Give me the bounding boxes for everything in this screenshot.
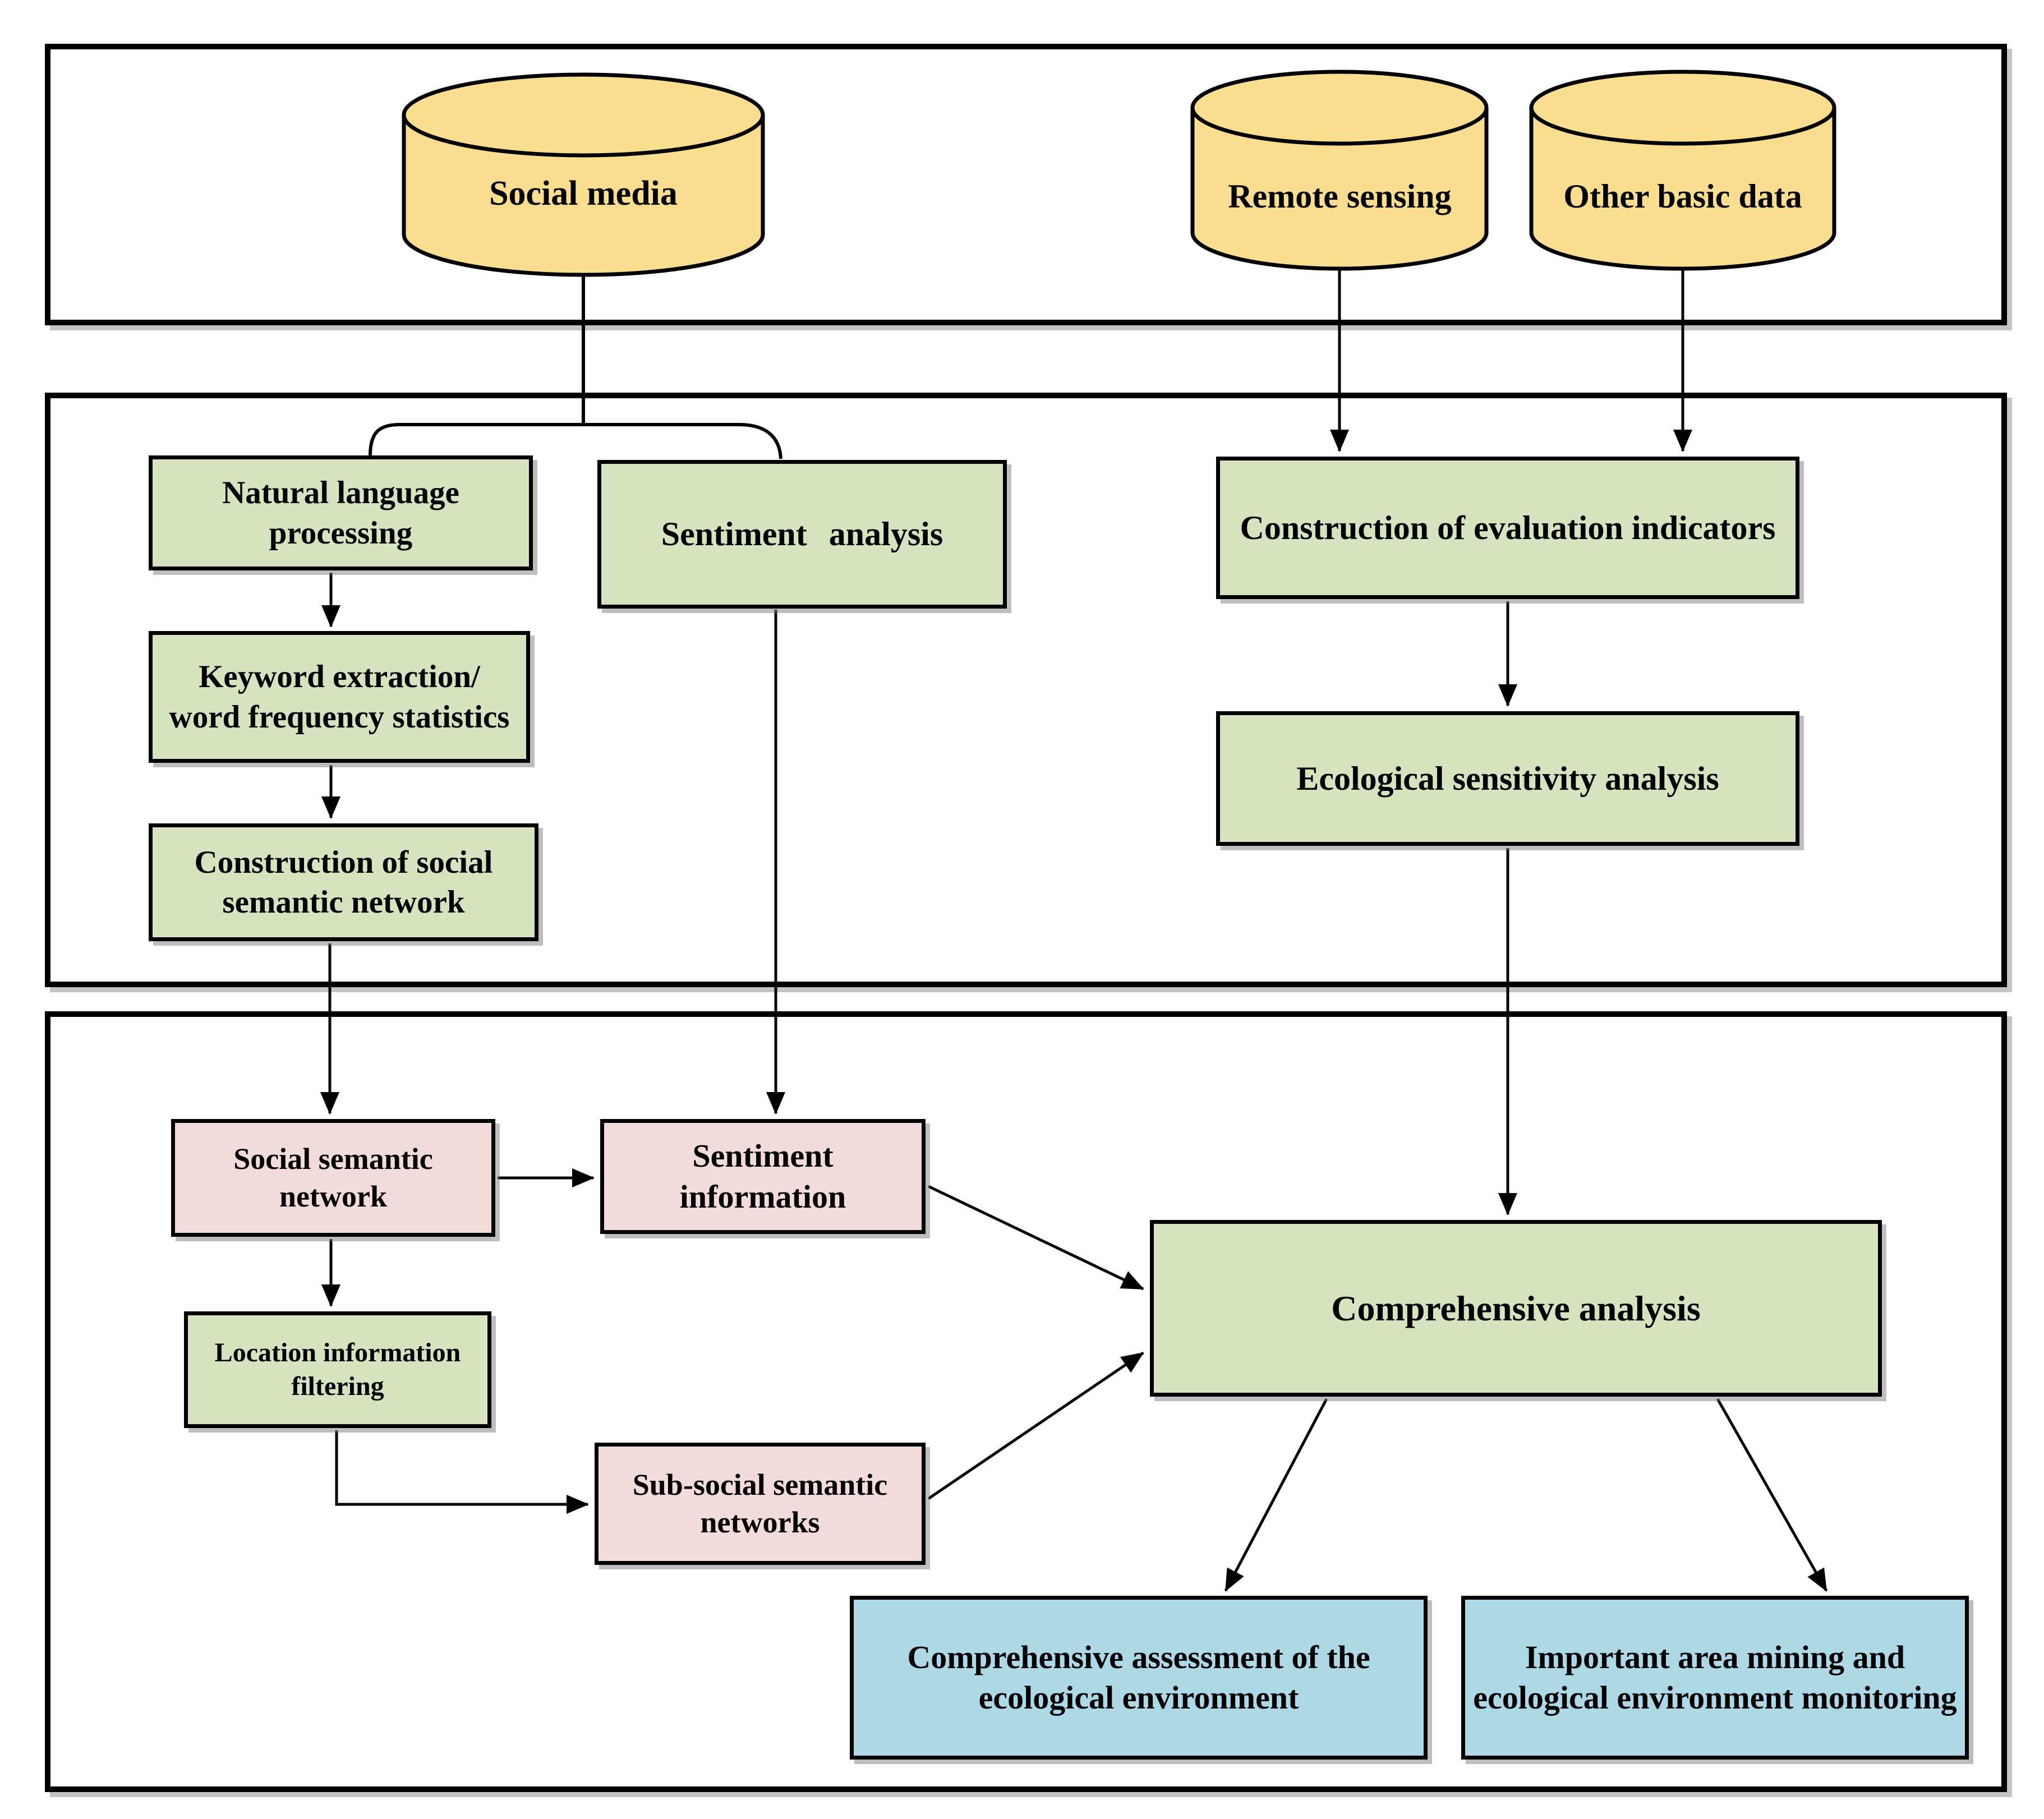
node-comprehensive-assessment: Comprehensive assessment of the ecologic… bbox=[850, 1596, 1428, 1760]
node-keyword-extraction: Keyword extraction/ word frequency stati… bbox=[149, 631, 530, 763]
node-natural-language-processing: Natural language processing bbox=[149, 455, 533, 570]
container-data-sources bbox=[45, 44, 2007, 325]
social-media-cylinder bbox=[402, 72, 765, 277]
remote-sensing-cylinder bbox=[1190, 70, 1489, 271]
edge-info-to-comprehensive bbox=[927, 1185, 1144, 1291]
cylinder-social-media-label: Social media bbox=[415, 168, 752, 219]
node-sentiment-analysis: Sentiment analysis bbox=[597, 460, 1007, 609]
node-label: Sentiment information bbox=[679, 1138, 846, 1215]
node-label: Important area mining and ecological env… bbox=[1473, 1638, 1957, 1716]
node-important-area-mining: Important area mining and ecological env… bbox=[1461, 1596, 1969, 1760]
edge-social-media-branch bbox=[369, 423, 782, 459]
node-label: Natural language processing bbox=[222, 475, 459, 551]
node-social-semantic-network: Social semantic network bbox=[171, 1119, 495, 1237]
node-label: Sentiment analysis bbox=[661, 515, 943, 552]
edge-location-to-subsocial bbox=[335, 1430, 589, 1514]
node-sub-social-semantic-networks: Sub-social semantic networks bbox=[595, 1443, 926, 1565]
label-text: Other basic data bbox=[1563, 177, 1802, 215]
node-label: Construction of evaluation indicators bbox=[1240, 509, 1776, 546]
cylinder-other-basic-data-label: Other basic data bbox=[1532, 171, 1833, 222]
node-label: Keyword extraction/ word frequency stati… bbox=[169, 659, 510, 735]
cylinder-remote-sensing-label: Remote sensing bbox=[1198, 171, 1481, 222]
node-sentiment-information: Sentiment information bbox=[600, 1119, 926, 1234]
edge-comprehensive-to-mining bbox=[1716, 1398, 1828, 1592]
label-text: Remote sensing bbox=[1228, 177, 1452, 215]
node-construction-social-semantic-network: Construction of social semantic network bbox=[149, 823, 538, 941]
label-text: Social media bbox=[489, 174, 678, 213]
node-label: Comprehensive assessment of the ecologic… bbox=[907, 1638, 1370, 1716]
container-processing bbox=[45, 393, 2007, 987]
node-ecological-sensitivity-analysis: Ecological sensitivity analysis bbox=[1216, 711, 1799, 846]
node-label: Social semantic network bbox=[233, 1141, 433, 1214]
node-label: Comprehensive analysis bbox=[1331, 1288, 1701, 1328]
edge-subsocial-to-comprehensive bbox=[927, 1351, 1144, 1500]
other-basic-data-cylinder bbox=[1529, 70, 1836, 271]
node-label: Location information filtering bbox=[214, 1338, 461, 1401]
edge-comprehensive-to-assessment bbox=[1224, 1398, 1328, 1592]
node-comprehensive-analysis: Comprehensive analysis bbox=[1150, 1220, 1882, 1397]
container-analysis bbox=[45, 1011, 2007, 1792]
node-label: Sub-social semantic networks bbox=[632, 1467, 888, 1540]
node-label: Ecological sensitivity analysis bbox=[1296, 759, 1719, 797]
node-label: Construction of social semantic network bbox=[194, 844, 493, 920]
node-construction-evaluation-indicators: Construction of evaluation indicators bbox=[1216, 457, 1799, 599]
node-location-information-filtering: Location information filtering bbox=[184, 1311, 491, 1428]
